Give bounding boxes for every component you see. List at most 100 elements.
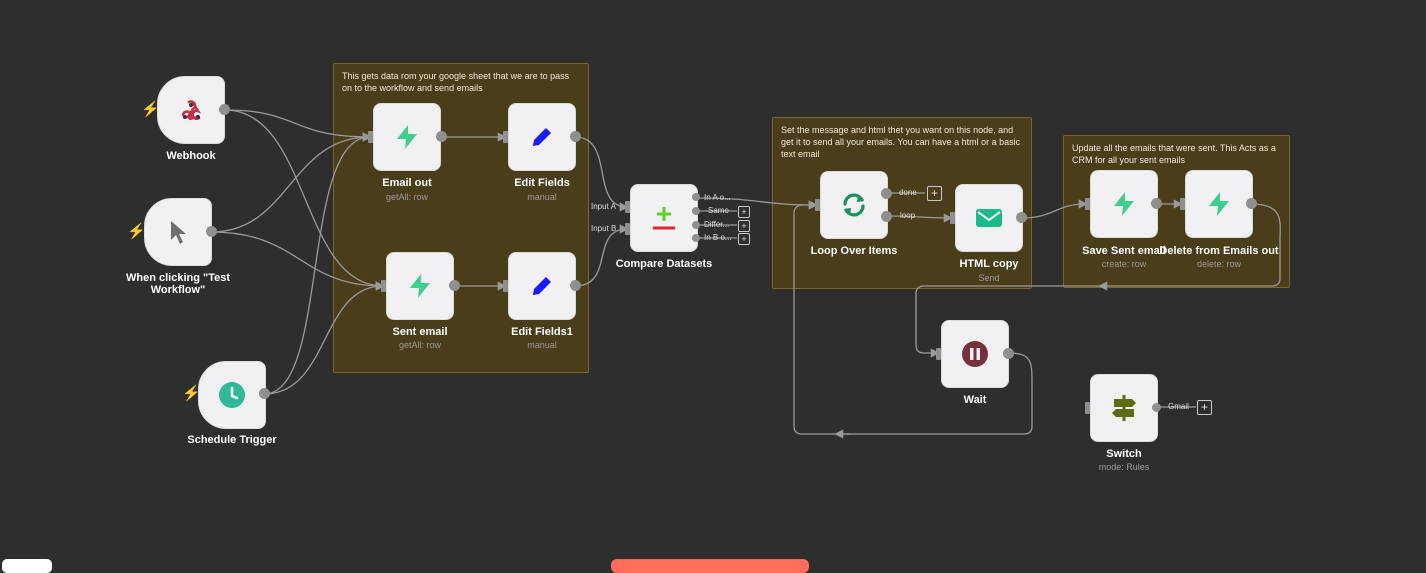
node-sent-email[interactable] xyxy=(386,252,454,320)
compare-output-in-a-port[interactable] xyxy=(692,193,700,201)
signpost-icon xyxy=(1109,393,1139,423)
compare-output-in-a-label: In A o... xyxy=(704,193,731,202)
clock-icon xyxy=(217,380,247,410)
compare-input-b-label: Input B xyxy=(591,224,617,233)
add-node-same-button[interactable]: + xyxy=(738,206,750,218)
node-html-copy-operation: Send xyxy=(978,273,1000,283)
compare-output-same-label: Same xyxy=(708,206,729,215)
email-out-output-port[interactable] xyxy=(436,131,447,142)
delete-input-port[interactable] xyxy=(1180,198,1185,210)
trigger-lightning-icon: ⚡ xyxy=(127,223,146,240)
sticky-note-sheet-text: This gets data rom your google sheet tha… xyxy=(342,71,570,93)
node-save-sent-email[interactable] xyxy=(1090,170,1158,238)
node-compare-datasets-label: Compare Datasets xyxy=(615,258,713,270)
trigger-lightning-icon: ⚡ xyxy=(141,101,160,118)
zoom-controls[interactable] xyxy=(2,559,52,573)
switch-gmail-output-port[interactable] xyxy=(1152,403,1161,412)
pencil-icon xyxy=(527,271,557,301)
test-workflow-button[interactable] xyxy=(611,559,809,573)
node-delete-from-emails-out-operation: delete: row xyxy=(1196,259,1242,269)
add-node-in-b-button[interactable]: + xyxy=(738,233,750,245)
node-manual-trigger[interactable] xyxy=(144,198,212,266)
compare-output-different-label: Differ... xyxy=(704,220,730,229)
compare-input-a-port[interactable] xyxy=(625,201,630,213)
switch-gmail-label: Gmail xyxy=(1168,402,1189,411)
node-edit-fields[interactable] xyxy=(508,103,576,171)
node-schedule-trigger-label: Schedule Trigger xyxy=(187,434,277,446)
add-node-done-button[interactable]: + xyxy=(927,186,942,201)
node-webhook[interactable] xyxy=(157,76,225,144)
wait-output-port[interactable] xyxy=(1003,348,1014,359)
node-manual-trigger-label: When clicking "Test Workflow" xyxy=(125,272,231,296)
node-edit-fields1[interactable] xyxy=(508,252,576,320)
node-delete-from-emails-out-label: Delete from Emails out xyxy=(1159,245,1279,257)
wait-input-port[interactable] xyxy=(936,348,941,360)
compare-output-different-port[interactable] xyxy=(692,221,700,229)
node-html-copy[interactable] xyxy=(955,184,1023,252)
delete-output-port[interactable] xyxy=(1246,198,1257,209)
compare-input-b-port[interactable] xyxy=(625,223,630,235)
compare-output-same-port[interactable] xyxy=(692,207,700,215)
node-switch-label: Switch xyxy=(1106,448,1142,460)
supabase-bolt-icon xyxy=(392,122,422,152)
node-wait[interactable] xyxy=(941,320,1009,388)
supabase-bolt-icon xyxy=(405,271,435,301)
node-email-out-label: Email out xyxy=(382,177,432,189)
webhook-output-port[interactable] xyxy=(219,104,230,115)
save-sent-input-port[interactable] xyxy=(1085,198,1090,210)
node-edit-fields1-label: Edit Fields1 xyxy=(511,326,573,338)
envelope-icon xyxy=(974,203,1004,233)
node-edit-fields-mode: manual xyxy=(527,192,557,202)
loop-input-port[interactable] xyxy=(815,199,820,211)
node-delete-from-emails-out[interactable] xyxy=(1185,170,1253,238)
add-node-gmail-button[interactable]: + xyxy=(1197,400,1212,415)
node-compare-datasets[interactable] xyxy=(630,184,698,252)
edit-fields-input-port[interactable] xyxy=(503,131,508,143)
sticky-note-message-text: Set the message and html thet you want o… xyxy=(781,125,1021,159)
node-switch-mode: mode: Rules xyxy=(1098,462,1150,472)
node-email-out-operation: getAll: row xyxy=(385,192,429,202)
node-save-sent-email-operation: create: row xyxy=(1101,259,1147,269)
node-loop-over-items-label: Loop Over Items xyxy=(810,245,898,257)
edit-fields1-input-port[interactable] xyxy=(503,280,508,292)
loop-loop-label: loop xyxy=(900,211,916,220)
compare-output-in-b-port[interactable] xyxy=(692,234,700,242)
webhook-icon xyxy=(176,95,206,125)
html-copy-input-port[interactable] xyxy=(950,212,955,224)
compare-output-in-b-label: In B o... xyxy=(704,233,732,242)
sent-email-output-port[interactable] xyxy=(449,280,460,291)
manual-trigger-output-port[interactable] xyxy=(206,226,217,237)
pause-icon xyxy=(960,339,990,369)
html-copy-output-port[interactable] xyxy=(1016,212,1027,223)
add-node-different-button[interactable]: + xyxy=(738,220,750,232)
node-schedule-trigger[interactable] xyxy=(198,361,266,429)
compare-input-a-label: Input A xyxy=(591,202,616,211)
trigger-lightning-icon: ⚡ xyxy=(182,385,201,402)
pencil-icon xyxy=(527,122,557,152)
sent-email-input-port[interactable] xyxy=(381,280,386,292)
node-edit-fields-label: Edit Fields xyxy=(514,177,570,189)
loop-loop-output-port[interactable] xyxy=(881,211,892,222)
node-sent-email-label: Sent email xyxy=(392,326,448,338)
node-webhook-label: Webhook xyxy=(166,150,216,162)
node-loop-over-items[interactable] xyxy=(820,171,888,239)
node-switch[interactable] xyxy=(1090,374,1158,442)
loop-arrows-icon xyxy=(839,190,869,220)
sticky-note-crm-text: Update all the emails that were sent. Th… xyxy=(1072,143,1276,165)
switch-input-port[interactable] xyxy=(1085,402,1090,414)
edit-fields1-output-port[interactable] xyxy=(570,280,581,291)
node-sent-email-operation: getAll: row xyxy=(398,340,442,350)
node-edit-fields1-mode: manual xyxy=(527,340,557,350)
node-html-copy-label: HTML copy xyxy=(959,258,1019,270)
loop-done-output-port[interactable] xyxy=(881,188,892,199)
schedule-trigger-output-port[interactable] xyxy=(259,388,270,399)
supabase-bolt-icon xyxy=(1204,189,1234,219)
supabase-bolt-icon xyxy=(1109,189,1139,219)
save-sent-output-port[interactable] xyxy=(1151,198,1162,209)
compare-plus-minus-icon xyxy=(649,203,679,233)
edit-fields-output-port[interactable] xyxy=(570,131,581,142)
node-email-out[interactable] xyxy=(373,103,441,171)
email-out-input-port[interactable] xyxy=(368,131,373,143)
cursor-icon xyxy=(163,217,193,247)
node-wait-label: Wait xyxy=(963,394,987,406)
